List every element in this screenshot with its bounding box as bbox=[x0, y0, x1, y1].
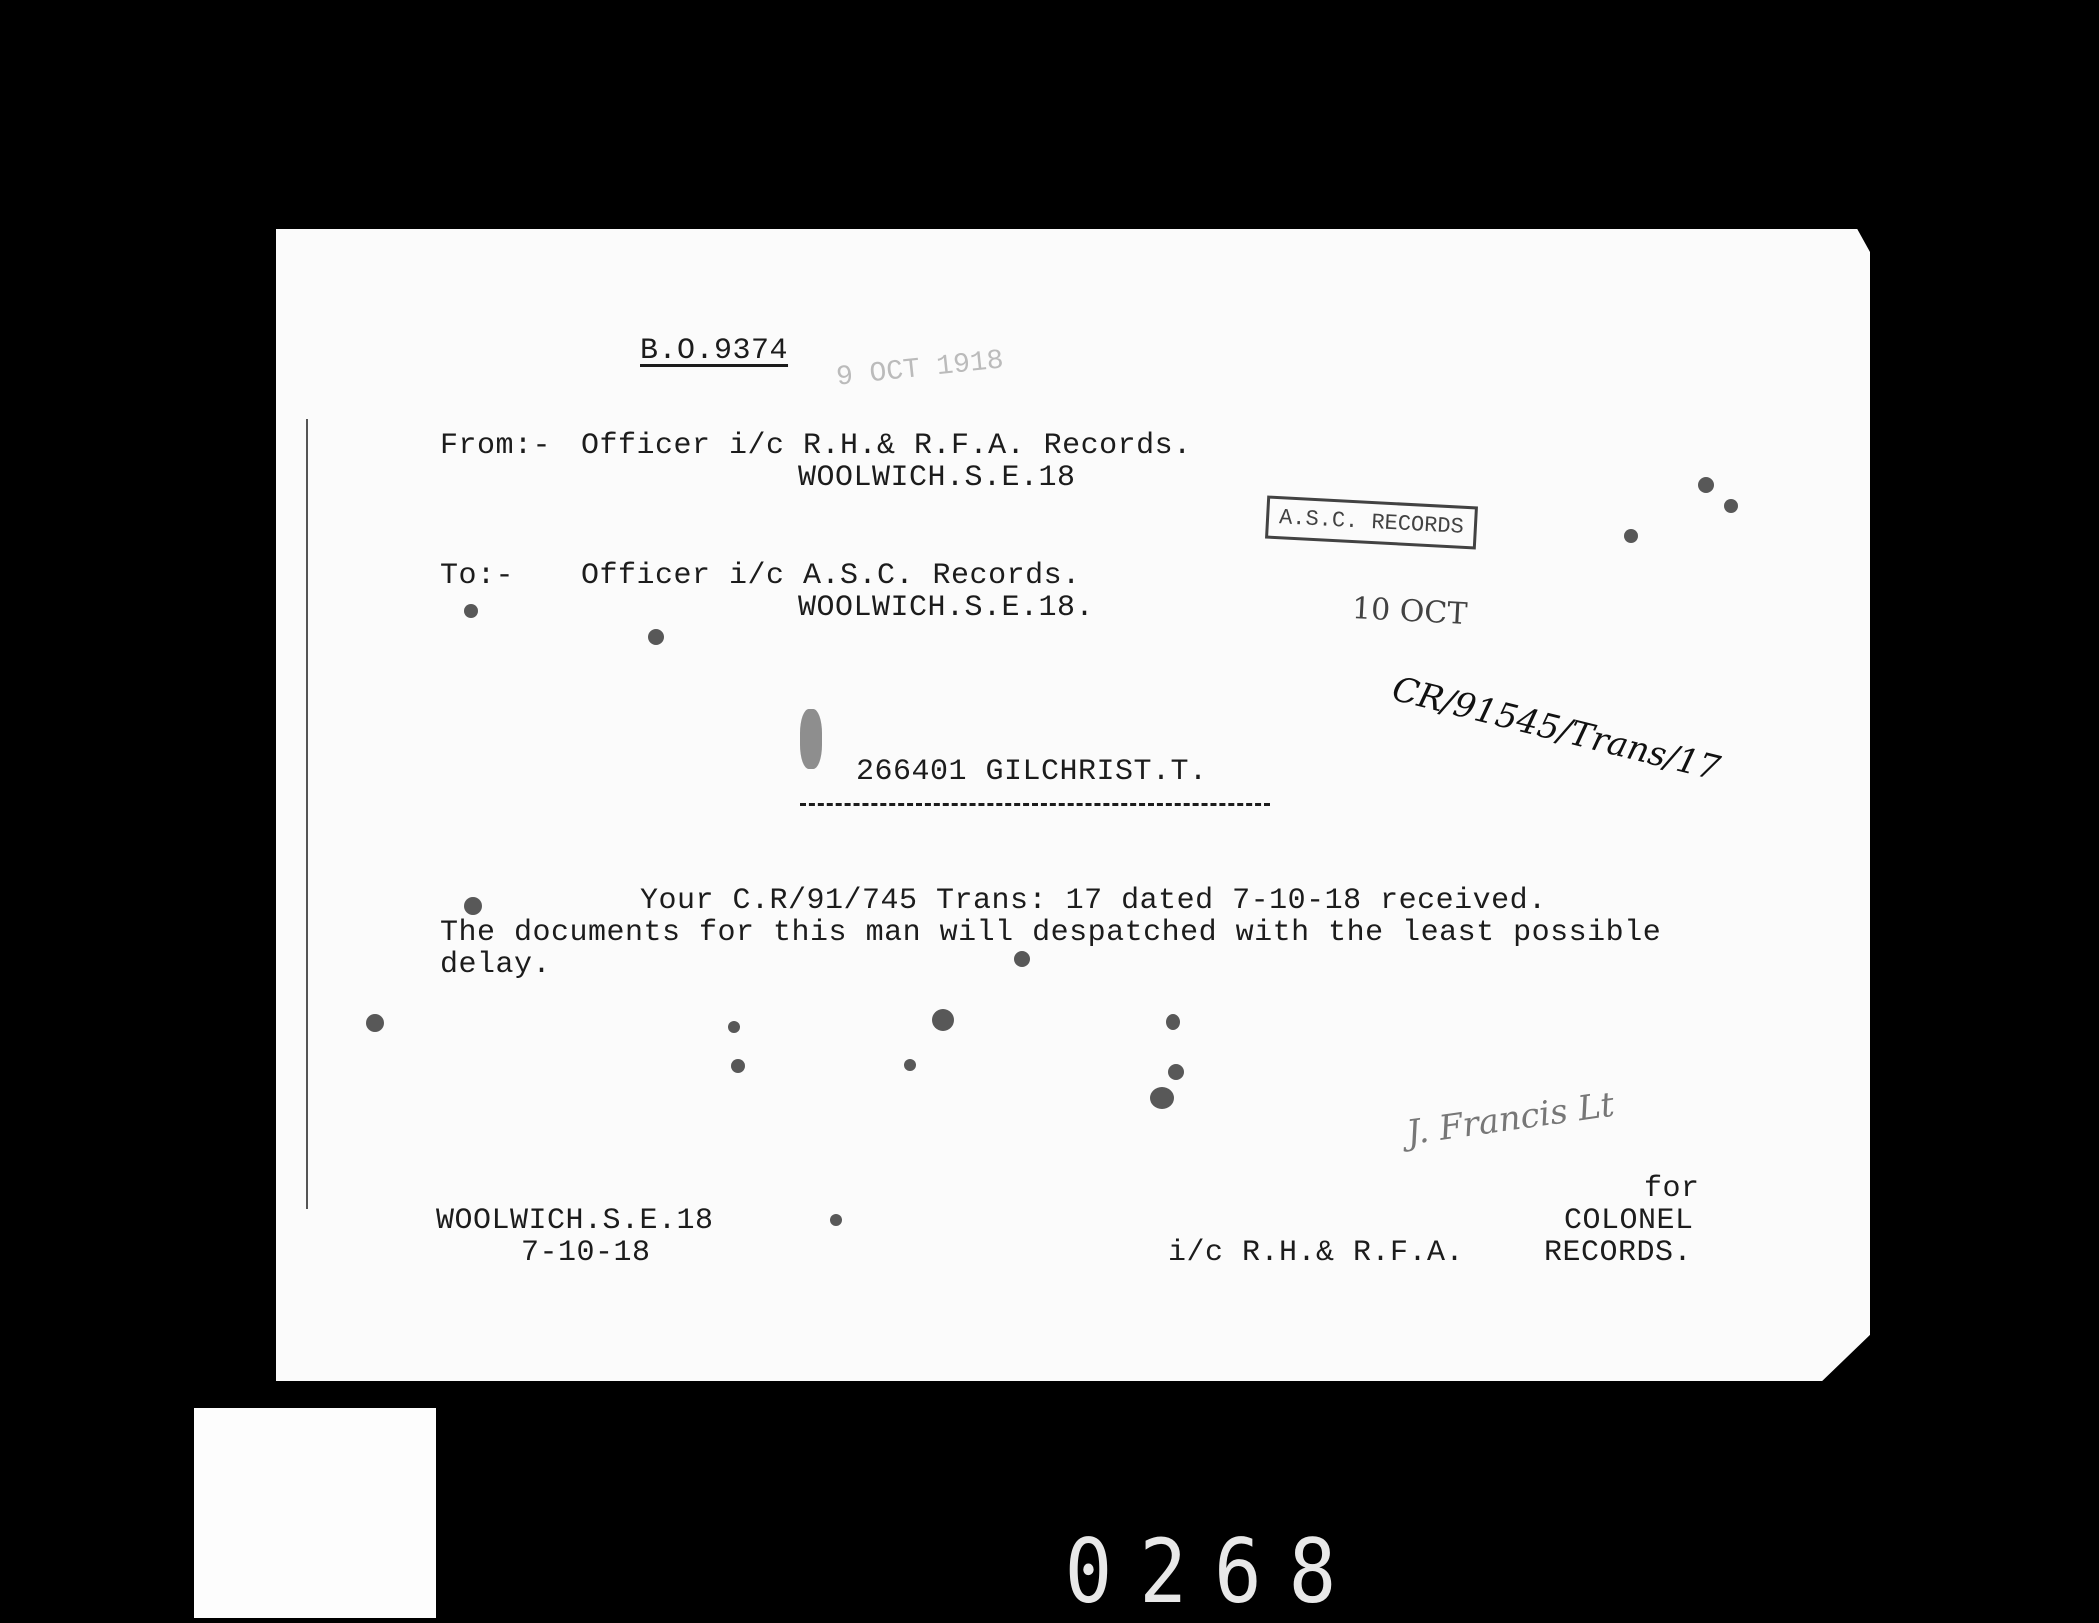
ink-spot bbox=[728, 1021, 740, 1033]
date-line: 7-10-18 bbox=[521, 1236, 651, 1270]
from-label: From:- bbox=[440, 429, 552, 463]
handwritten-reference: CR/91545/Trans/17 bbox=[1388, 668, 1724, 790]
ink-spot bbox=[2006, 329, 2020, 343]
ink-spot bbox=[830, 1214, 842, 1226]
asc-stamp-date: 10 OCT bbox=[1351, 591, 1469, 632]
ink-spot bbox=[1624, 529, 1638, 543]
sign-records: RECORDS. bbox=[1544, 1236, 1693, 1270]
memo-paper: B.O.9374 9 OCT 1918 From:- Officer i/c R… bbox=[276, 229, 1870, 1381]
place-line: WOOLWICH.S.E.18 bbox=[436, 1204, 714, 1238]
ink-spot bbox=[932, 1009, 954, 1031]
sign-for: for bbox=[1644, 1172, 1700, 1206]
received-date-stamp: 9 OCT 1918 bbox=[834, 345, 1006, 394]
ink-spot bbox=[1166, 1014, 1180, 1030]
ink-spot bbox=[1150, 1087, 1174, 1109]
ink-spot bbox=[366, 1014, 384, 1032]
subject-line: 266401 GILCHRIST.T. bbox=[856, 755, 1208, 789]
ink-spot bbox=[731, 1059, 745, 1073]
ink-spot bbox=[1994, 259, 2014, 279]
body-line-3: delay. bbox=[440, 948, 552, 982]
ink-spot bbox=[648, 629, 664, 645]
ink-smudge bbox=[800, 709, 822, 769]
sign-unit: i/c R.H.& R.F.A. bbox=[1168, 1236, 1465, 1270]
sign-colonel: COLONEL bbox=[1564, 1204, 1694, 1238]
to-line-2: WOOLWICH.S.E.18. bbox=[798, 591, 1095, 625]
to-label: To:- bbox=[440, 559, 515, 593]
subject-underline bbox=[800, 803, 1270, 806]
signature: J. Francis Lt bbox=[1404, 1084, 1617, 1154]
index-card bbox=[194, 1408, 436, 1618]
body-line-2: The documents for this man will despatch… bbox=[440, 916, 1662, 950]
from-line-1: Officer i/c R.H.& R.F.A. Records. bbox=[581, 429, 1192, 463]
ink-spot bbox=[464, 897, 482, 915]
margin-line bbox=[306, 419, 308, 1209]
ink-spot bbox=[904, 1059, 916, 1071]
memo-reference: B.O.9374 bbox=[640, 334, 789, 368]
ink-spot bbox=[1168, 1064, 1184, 1080]
ink-spot bbox=[1698, 477, 1714, 493]
ink-spot bbox=[1724, 499, 1738, 513]
to-line-1: Officer i/c A.S.C. Records. bbox=[581, 559, 1081, 593]
asc-records-stamp: A.S.C. RECORDS bbox=[1265, 495, 1478, 550]
frame-number: 0268 bbox=[1064, 1520, 1364, 1623]
ink-spot bbox=[1014, 951, 1030, 967]
ink-spot bbox=[464, 604, 478, 618]
body-line-1: Your C.R/91/745 Trans: 17 dated 7-10-18 … bbox=[640, 884, 1547, 918]
from-line-2: WOOLWICH.S.E.18 bbox=[798, 461, 1076, 495]
